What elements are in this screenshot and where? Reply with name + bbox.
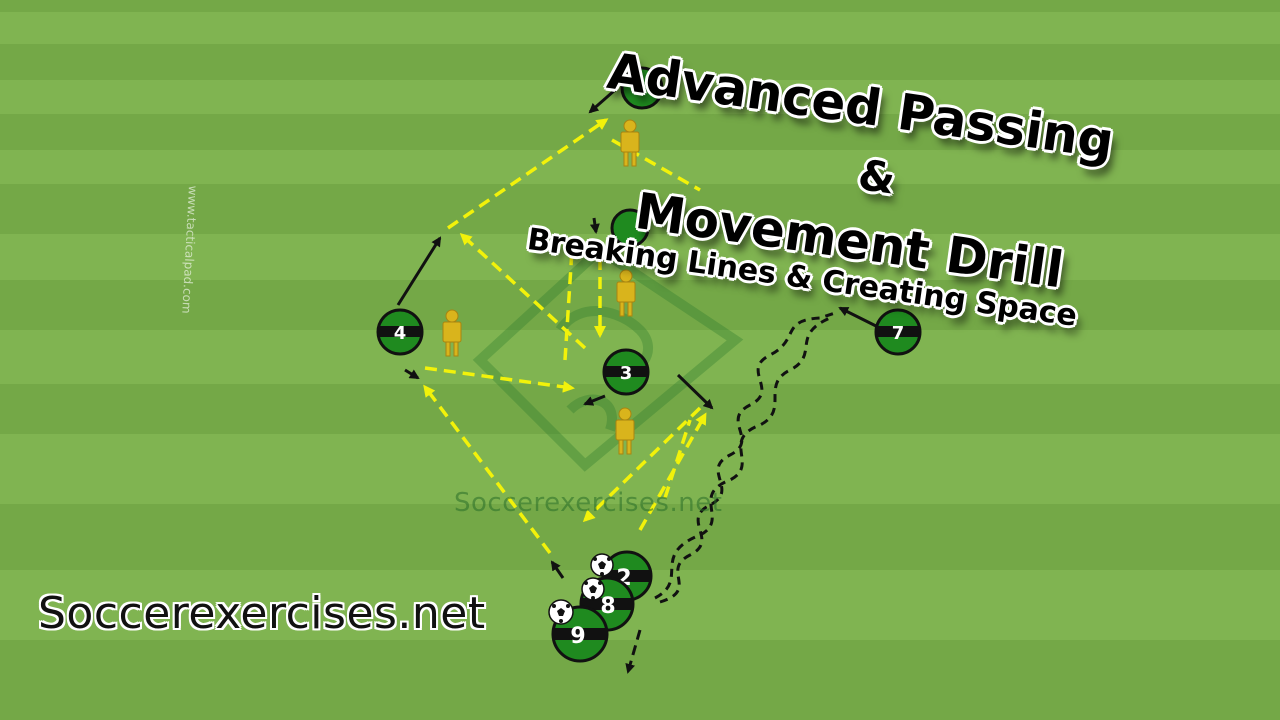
mannequin-icon xyxy=(615,407,635,455)
run-lines xyxy=(396,88,881,674)
player-4: 4 xyxy=(376,308,424,356)
center-watermark: Soccerexercises.net xyxy=(454,488,723,518)
mannequin-icon xyxy=(442,309,462,357)
balls xyxy=(548,553,614,625)
soccer-ball-icon xyxy=(581,577,605,601)
player-token-middle xyxy=(610,208,650,248)
player-number: 9 xyxy=(570,624,585,649)
brand-logo-text: Soccerexercises.net xyxy=(38,588,486,639)
player-7: 7 xyxy=(874,308,922,356)
mannequins xyxy=(442,119,640,455)
player-number: 3 xyxy=(620,363,633,384)
mannequin-icon xyxy=(620,119,640,167)
player-number: 8 xyxy=(600,594,615,619)
pass-lines xyxy=(423,118,707,555)
players: 4 3 7 2 8 xyxy=(376,66,922,663)
title-line-2: & xyxy=(855,150,899,204)
soccer-ball-icon xyxy=(548,599,574,625)
player-number: 7 xyxy=(892,323,905,344)
player-number: 4 xyxy=(394,323,407,344)
mannequin-icon xyxy=(616,269,636,317)
player-token-top xyxy=(620,66,664,110)
soccer-ball-icon xyxy=(590,553,614,577)
player-3: 3 xyxy=(602,348,650,396)
